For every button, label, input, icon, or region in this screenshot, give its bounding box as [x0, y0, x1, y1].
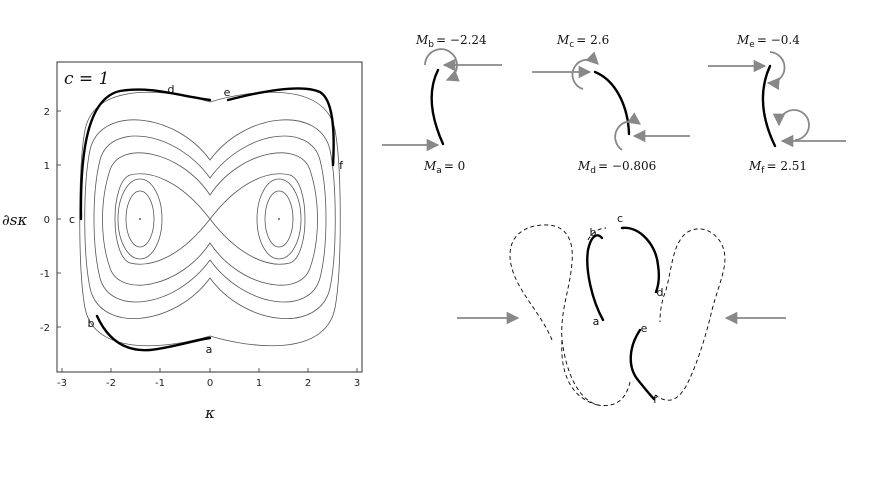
- bold-piece-a-b: [586, 234, 605, 322]
- orbit-outer-3: [84, 119, 336, 319]
- bold-piece-c-d: [620, 226, 661, 294]
- axis-ticks: [57, 110, 358, 372]
- x-tick-label: 0: [207, 378, 213, 389]
- x-axis-label: κ: [204, 404, 215, 422]
- elastica-panel-cd: Mc= 2.6 Md= −0.806: [532, 33, 690, 176]
- moment-arrow: [424, 48, 460, 82]
- curve-label-c: c: [617, 212, 623, 225]
- elastica-curve: [761, 64, 777, 148]
- point-label-e: e: [224, 86, 231, 99]
- y-tick-label: 0: [44, 215, 50, 226]
- plot-frame: [56, 61, 363, 373]
- point-label-c: c: [69, 213, 75, 226]
- point-labels: a b c d e f: [69, 83, 344, 356]
- dashed-left-lobe: [509, 224, 631, 407]
- fixed-point-left: [139, 218, 141, 220]
- orbit-right-1: [264, 190, 294, 248]
- moment-arrow-top: [766, 51, 786, 90]
- bold-piece-e-f: [629, 328, 656, 401]
- elastica-curve: [593, 70, 631, 136]
- point-label-b: b: [88, 317, 95, 330]
- x-tick-label: -1: [155, 378, 165, 389]
- dashed-right-lobe: [654, 228, 726, 401]
- curve-label-d: d: [657, 286, 664, 299]
- curve-label-a: a: [593, 315, 600, 328]
- y-tick-labels: 2 1 0 -1 -2: [40, 107, 50, 334]
- bold-segment-e-f: [226, 87, 335, 167]
- moment-label-d: Md= −0.806: [577, 159, 656, 176]
- y-tick-label: 1: [44, 161, 50, 172]
- moment-arrow-top: [571, 51, 599, 90]
- point-label-a: a: [206, 343, 213, 356]
- moment-arrow-bottom: [614, 112, 642, 151]
- x-tick-label: -3: [57, 378, 67, 389]
- point-label-d: d: [168, 83, 175, 96]
- plot-legend: c = 1: [64, 69, 109, 89]
- curve-label-e: e: [641, 322, 648, 335]
- orbit-outer-1: [102, 152, 318, 286]
- x-tick-label: 1: [256, 378, 262, 389]
- moment-label-e: Me= −0.4: [736, 33, 800, 50]
- full-elastica: a b c d e f: [457, 212, 786, 407]
- y-axis-label: ∂sκ: [2, 211, 27, 229]
- bold-segment-c-d: [79, 88, 212, 221]
- moment-label-b: Mb= −2.24: [415, 33, 487, 50]
- dashed-left-bottom: [561, 339, 599, 406]
- elastica-panel-ab: Mb= −2.24 Ma= 0: [382, 33, 502, 176]
- phase-plot: -3 -2 -1 0 1 2 3 2 1 0 -1 -2 c = 1 κ ∂sκ…: [2, 61, 363, 422]
- moment-label-f: Mf= 2.51: [748, 159, 807, 176]
- x-tick-label: 3: [354, 378, 360, 389]
- orbit-left-2: [117, 178, 163, 260]
- trajectory-bold: [79, 87, 335, 352]
- point-label-f: f: [339, 159, 344, 172]
- orbit-large: [79, 91, 341, 347]
- moment-label-c: Mc= 2.6: [556, 33, 609, 50]
- elastica-point-labels: a b c d e f: [590, 212, 664, 406]
- x-tick-labels: -3 -2 -1 0 1 2 3: [57, 378, 360, 389]
- orbits: [79, 91, 341, 347]
- separatrix: [114, 173, 306, 265]
- moment-arrow-bottom: [772, 109, 810, 141]
- x-tick-label: -2: [106, 378, 116, 389]
- fixed-point-right: [278, 218, 280, 220]
- moment-label-a: Ma= 0: [423, 159, 465, 176]
- bold-elastica: [586, 226, 661, 401]
- elastica-curve: [430, 68, 445, 146]
- curve-label-f: f: [653, 393, 658, 406]
- curve-label-b: b: [590, 226, 597, 239]
- orbit-left-1: [125, 190, 155, 248]
- dashed-elastica: [509, 224, 726, 407]
- y-tick-label: -1: [40, 269, 50, 280]
- y-tick-label: -2: [40, 323, 50, 334]
- orbit-outer-2: [93, 135, 327, 303]
- elastica-panel-ef: Me= −0.4 Mf= 2.51: [708, 33, 846, 176]
- x-tick-label: 2: [305, 378, 311, 389]
- orbit-right-2: [256, 178, 302, 260]
- y-tick-label: 2: [44, 107, 50, 118]
- bold-segment-b-a: [95, 314, 212, 352]
- dashed-top-link: [587, 227, 607, 241]
